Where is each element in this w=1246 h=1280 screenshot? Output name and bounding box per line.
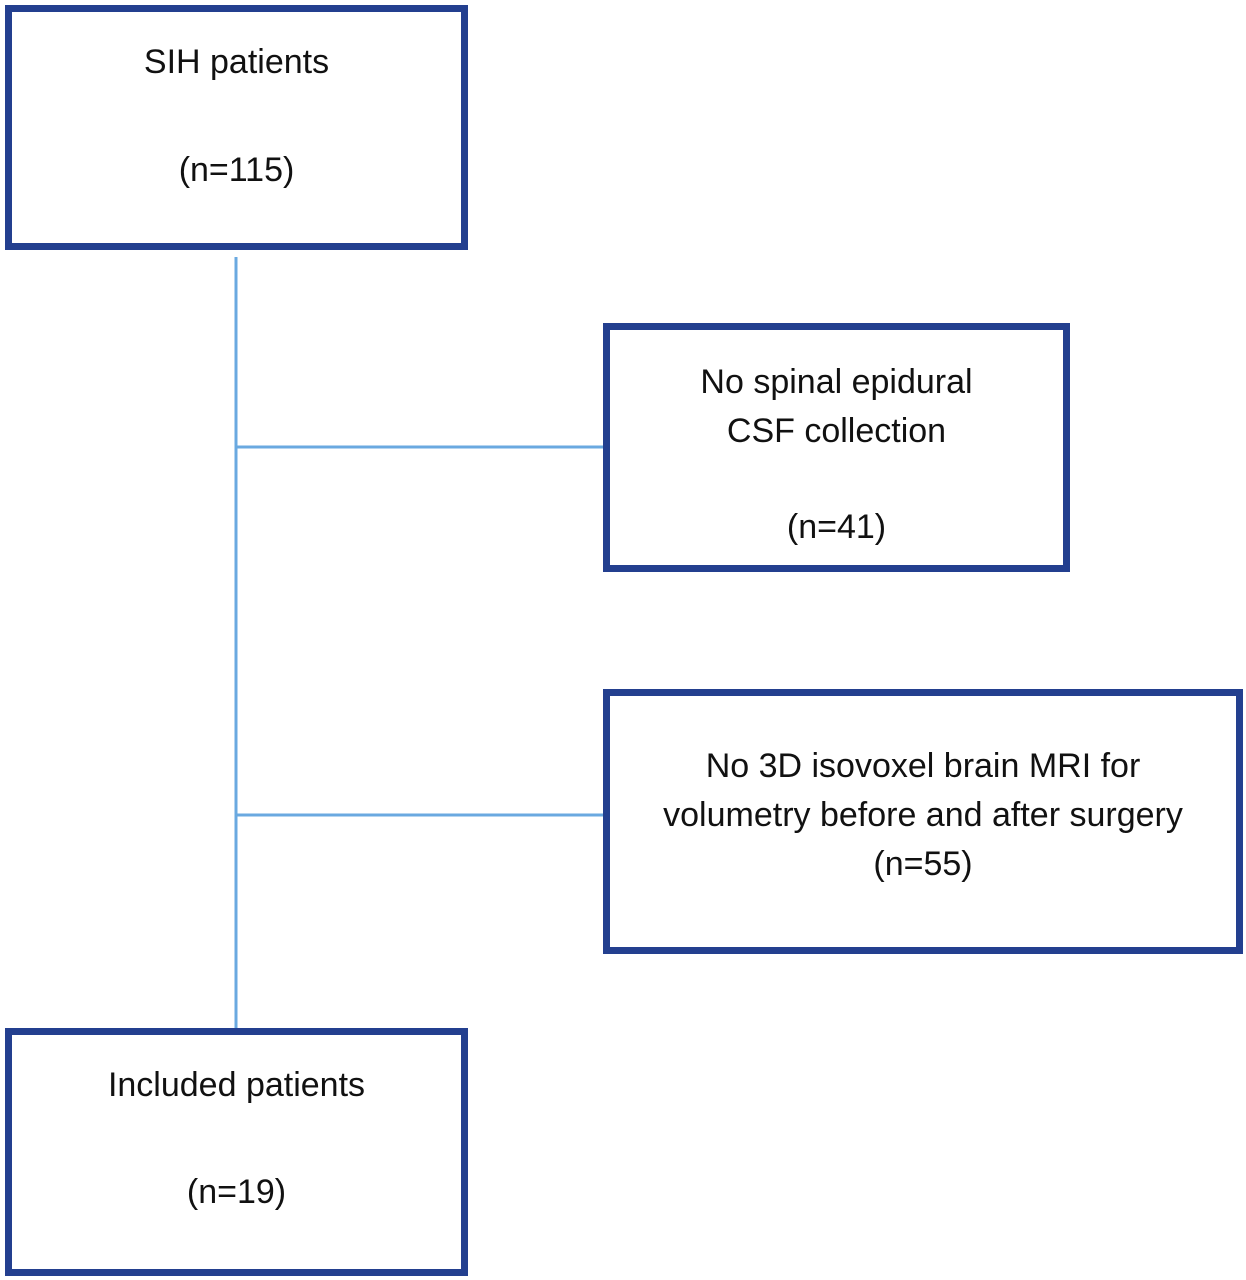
exclusion-box-no-csf-collection: No spinal epidural CSF collection (n=41): [603, 323, 1070, 572]
exclusion-count: (n=55): [873, 845, 973, 883]
sih-patients-label: SIH patients: [143, 43, 330, 81]
sih-patients-box: SIH patients (n=115): [5, 5, 468, 250]
exclusion-label-line-1: No 3D isovoxel brain MRI for: [705, 747, 1141, 785]
exclusion-label-line-1: No spinal epidural: [700, 363, 973, 401]
exclusion-label-line-2: volumetry before and after surgery: [663, 796, 1183, 834]
included-patients-box: Included patients (n=19): [5, 1028, 468, 1276]
sih-patients-count: (n=115): [178, 151, 295, 189]
exclusion-box-no-mri-volumetry: No 3D isovoxel brain MRI for volumetry b…: [603, 689, 1243, 954]
exclusion-count: (n=41): [786, 508, 887, 546]
included-patients-count: (n=19): [186, 1173, 287, 1211]
exclusion-label-line-2: CSF collection: [726, 412, 947, 450]
included-patients-label: Included patients: [107, 1066, 366, 1104]
